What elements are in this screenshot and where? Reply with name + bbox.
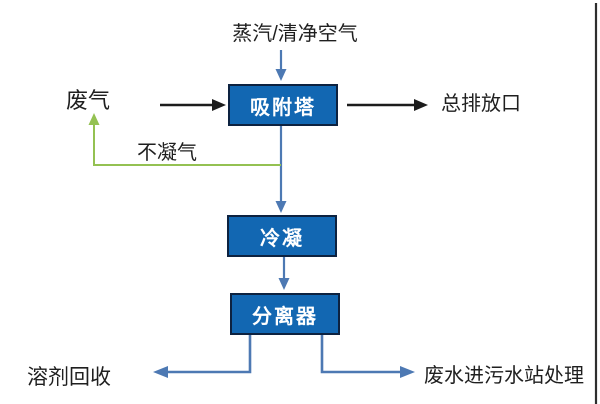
arrowhead-right-icon [212, 99, 226, 111]
label-main-outlet: 总排放口 [441, 93, 521, 115]
arrowhead-up-icon [88, 113, 100, 125]
node-adsorption-tower-label: 吸附塔 [250, 96, 316, 119]
node-adsorption-tower: 吸附塔 [228, 84, 338, 126]
node-separator-label: 分离器 [252, 305, 318, 328]
arrow-steam-to-adsorber [275, 50, 287, 81]
arrow-separator-to-solvent [153, 334, 252, 378]
node-condenser-label: 冷凝 [260, 227, 304, 250]
arrowhead-down-icon [278, 278, 290, 290]
arrowhead-down-icon [275, 69, 287, 81]
arrow-noncondensable-recycle [88, 113, 281, 166]
arrowhead-down-icon [275, 201, 287, 213]
arrow-adsorber-to-condenser [275, 126, 287, 213]
arrowhead-left-icon [153, 366, 168, 378]
arrow-condenser-to-separator [278, 257, 290, 290]
node-condenser: 冷凝 [227, 215, 337, 257]
arrow-separator-to-wastewater [320, 334, 415, 378]
arrowhead-right-icon [400, 366, 415, 378]
label-non-condensable-gas: 不凝气 [137, 142, 197, 164]
arrow-adsorber-to-outlet [347, 99, 428, 111]
label-solvent-recovery: 溶剂回收 [27, 366, 111, 389]
arrow-wastegas-to-adsorber [160, 99, 226, 111]
label-waste-gas: 废气 [66, 88, 111, 113]
node-separator: 分离器 [230, 293, 340, 335]
arrowhead-right-icon [414, 99, 428, 111]
label-steam-clean-air: 蒸汽/清净空气 [232, 23, 358, 45]
label-wastewater-treatment: 废水进污水站处理 [424, 365, 584, 387]
